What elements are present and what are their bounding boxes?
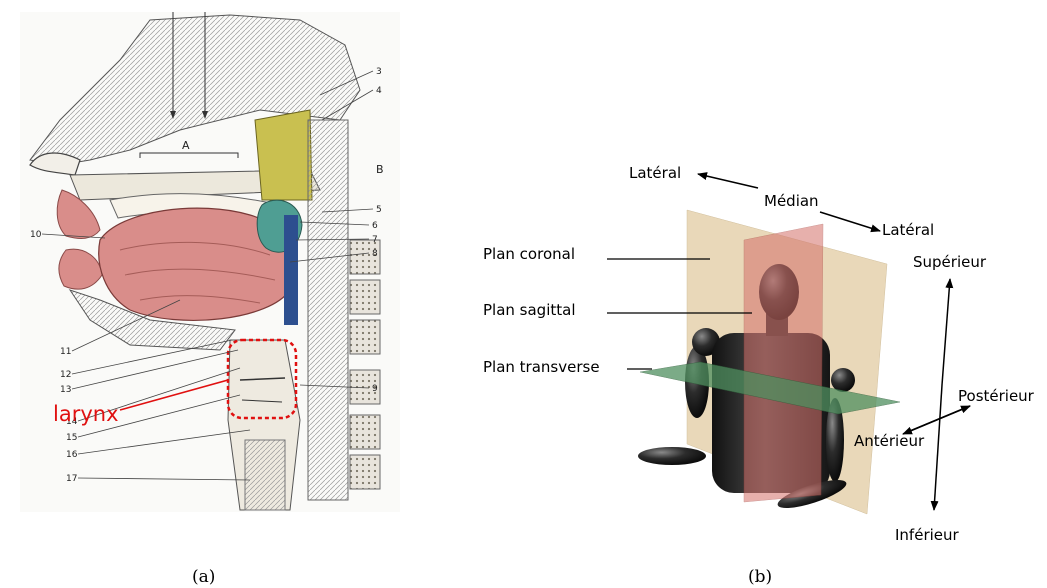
sagittal-plane-shape	[744, 224, 823, 502]
axis-label-anterior: Antérieur	[854, 432, 925, 450]
axis-label-lateral-right: Latéral	[882, 221, 934, 239]
anatomy-number-3: 3	[376, 67, 382, 77]
axis-label-median: Médian	[764, 192, 819, 210]
anatomy-number-17: 17	[66, 474, 77, 484]
axis-label-inferior: Inférieur	[895, 526, 960, 544]
axis-label-posterior: Postérieur	[958, 387, 1035, 405]
plane-label-transverse: Plan transverse	[483, 358, 600, 376]
letter-a: A	[182, 139, 190, 152]
anatomy-number-9: 9	[372, 384, 378, 394]
anatomy-number-16: 16	[66, 450, 78, 460]
anatomy-number-12: 12	[60, 370, 71, 380]
caption-b: (b)	[748, 567, 772, 587]
axis-label-lateral-left: Latéral	[629, 164, 681, 182]
caption-a: (a)	[192, 567, 215, 587]
anatomy-number-15: 15	[66, 433, 77, 443]
letter-b: B	[376, 163, 384, 176]
larynx-label: larynx	[53, 402, 119, 426]
anatomy-number-8: 8	[372, 249, 378, 259]
planes-illustration	[638, 210, 900, 514]
axis-label-superior: Supérieur	[913, 253, 987, 271]
anatomy-number-13: 13	[60, 385, 71, 395]
anatomy-number-7: 7	[372, 235, 378, 245]
plane-label-sagittal: Plan sagittal	[483, 301, 576, 319]
anatomy-number-11: 11	[60, 347, 71, 357]
plane-label-coronal: Plan coronal	[483, 245, 575, 263]
anatomy-number-4: 4	[376, 86, 382, 96]
anatomy-number-6: 6	[372, 221, 378, 231]
anatomy-number-10: 10	[30, 230, 42, 240]
anatomy-number-5: 5	[376, 205, 382, 215]
